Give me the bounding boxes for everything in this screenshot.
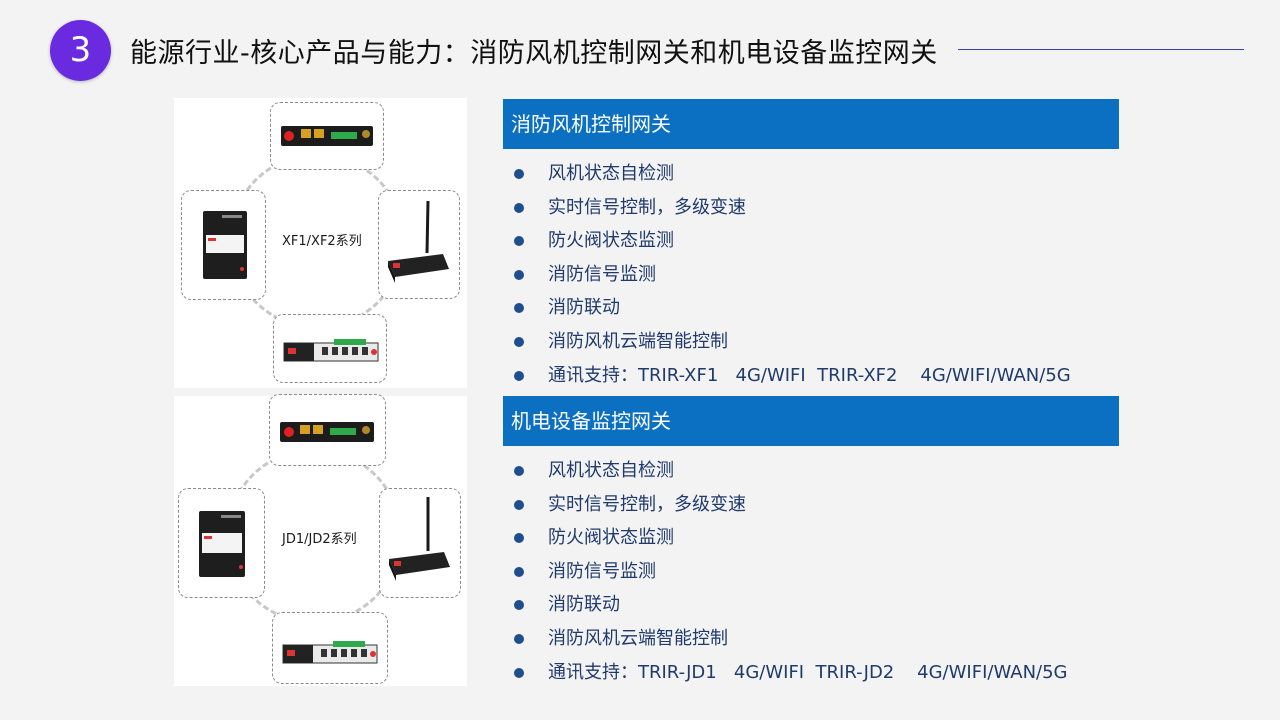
bullet-dot-icon xyxy=(514,633,524,644)
bullet-text: 消防信号监测 xyxy=(548,560,656,582)
product-photo-panel-jd: JD1/JD2系列 xyxy=(174,394,467,686)
list-item: 消防风机云端智能控制 xyxy=(514,622,1068,656)
gateway-front-image xyxy=(280,422,374,442)
bullet-dot-icon xyxy=(514,499,524,510)
list-item: 防火阀状态监测 xyxy=(514,521,1068,555)
bullet-dot-icon xyxy=(514,533,524,544)
bullet-text: 消防信号监测 xyxy=(548,263,656,285)
feature-list-fan-control: 风机状态自检测 实时信号控制，多级变速 防火阀状态监测 消防信号监测 消防联动 … xyxy=(514,157,1071,392)
bullet-text: 消防联动 xyxy=(548,297,620,319)
section-header-fan-control: 消防风机控制网关 xyxy=(503,99,1119,149)
bullet-text: 通讯支持：TRIR-JD1 4G/WIFI TRIR-JD2 4G/WIFI/W… xyxy=(548,661,1068,683)
gateway-device-right xyxy=(379,488,461,598)
bullet-text: 实时信号控制，多级变速 xyxy=(548,493,746,515)
bullet-dot-icon xyxy=(514,566,524,577)
list-item: 消防风机云端智能控制 xyxy=(514,325,1071,359)
bullet-text: 消防风机云端智能控制 xyxy=(548,627,728,649)
bullet-text: 实时信号控制，多级变速 xyxy=(548,196,746,218)
list-item: 风机状态自检测 xyxy=(514,454,1068,488)
section-header-equipment-monitoring: 机电设备监控网关 xyxy=(503,396,1119,446)
bullet-dot-icon xyxy=(514,336,524,347)
gateway-front-image xyxy=(281,126,373,146)
gateway-vertical-image xyxy=(199,511,245,577)
gateway-rear-image xyxy=(283,339,379,362)
gateway-device-right xyxy=(378,190,460,299)
bullet-dot-icon xyxy=(514,169,524,179)
slide-title: 能源行业-核心产品与能力：消防风机控制网关和机电设备监控网关 xyxy=(130,38,938,69)
gateway-device-bottom xyxy=(273,314,387,383)
gateway-device-left xyxy=(181,190,266,300)
bullet-dot-icon xyxy=(514,269,524,280)
list-item: 实时信号控制，多级变速 xyxy=(514,191,1071,225)
product-photo-panel-xf: XF1/XF2系列 xyxy=(174,98,467,388)
list-item: 消防联动 xyxy=(514,588,1068,622)
gateway-device-top xyxy=(270,102,384,170)
list-item: 风机状态自检测 xyxy=(514,157,1071,191)
bullet-text: 消防联动 xyxy=(548,594,620,616)
bullet-text: 风机状态自检测 xyxy=(548,163,674,184)
bullet-text: 通讯支持：TRIR-XF1 4G/WIFI TRIR-XF2 4G/WIFI/W… xyxy=(548,364,1071,386)
list-item: 消防信号监测 xyxy=(514,555,1068,589)
list-item: 消防联动 xyxy=(514,291,1071,325)
list-item: 防火阀状态监测 xyxy=(514,224,1071,258)
title-divider xyxy=(958,49,1244,50)
bullet-dot-icon xyxy=(514,303,524,314)
bullet-dot-icon xyxy=(514,202,524,213)
antenna-router-image xyxy=(389,497,450,581)
bullet-text: 防火阀状态监测 xyxy=(548,230,674,252)
section-number-badge: 3 xyxy=(50,20,111,81)
bullet-dot-icon xyxy=(514,600,524,611)
list-item: 通讯支持：TRIR-XF1 4G/WIFI TRIR-XF2 4G/WIFI/W… xyxy=(514,359,1071,393)
bullet-dot-icon xyxy=(514,236,524,247)
bullet-dot-icon xyxy=(514,466,524,476)
list-item: 实时信号控制，多级变速 xyxy=(514,488,1068,522)
antenna-router-image xyxy=(388,200,449,283)
list-item: 消防信号监测 xyxy=(514,258,1071,292)
gateway-vertical-image xyxy=(203,211,247,279)
gateway-device-left xyxy=(178,488,265,598)
series-label: JD1/JD2系列 xyxy=(282,532,357,547)
list-item: 通讯支持：TRIR-JD1 4G/WIFI TRIR-JD2 4G/WIFI/W… xyxy=(514,656,1068,690)
bullet-text: 消防风机云端智能控制 xyxy=(548,330,728,352)
bullet-dot-icon xyxy=(514,370,524,381)
series-label: XF1/XF2系列 xyxy=(282,234,362,249)
bullet-text: 防火阀状态监测 xyxy=(548,527,674,549)
bullet-text: 风机状态自检测 xyxy=(548,460,674,481)
gateway-device-top xyxy=(269,394,386,466)
feature-list-equipment-monitoring: 风机状态自检测 实时信号控制，多级变速 防火阀状态监测 消防信号监测 消防联动 … xyxy=(514,454,1068,689)
gateway-rear-image xyxy=(282,641,378,664)
gateway-device-bottom xyxy=(272,612,388,684)
bullet-dot-icon xyxy=(514,667,524,678)
